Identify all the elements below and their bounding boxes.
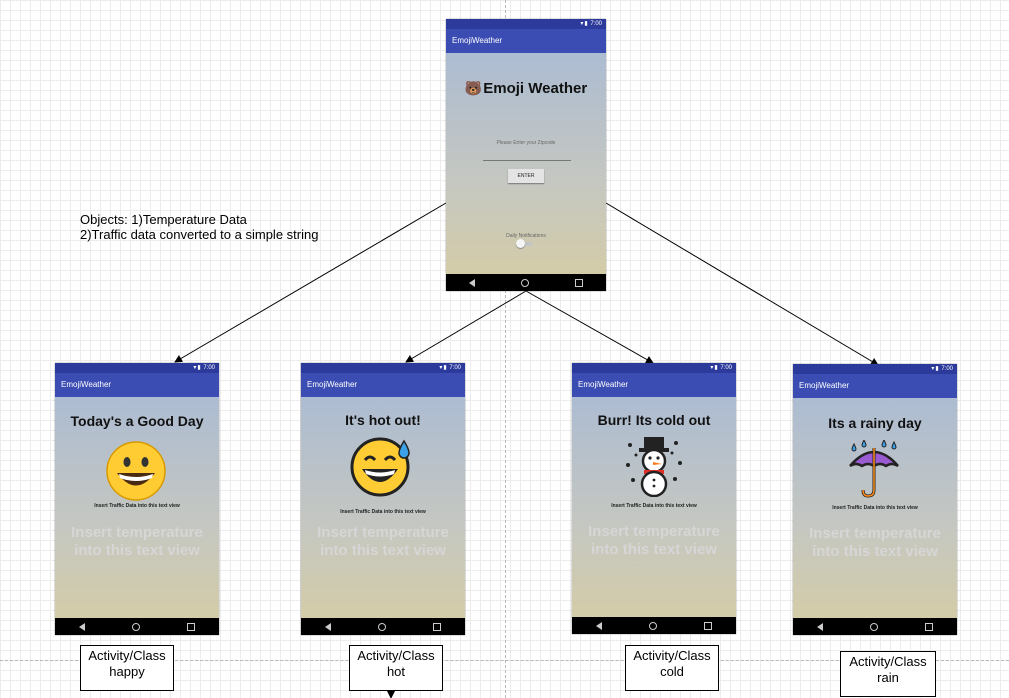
arrow-to-hot	[405, 290, 527, 363]
temp-line-2: into this text view	[812, 543, 938, 560]
temperature-text: Insert temperature into this text view	[572, 523, 736, 559]
screen-title: Burr! Its cold out	[597, 412, 711, 428]
phone-cold: ▾▮ 7:00 EmojiWeather Burr! Its cold out …	[572, 363, 736, 634]
nav-bar	[55, 618, 219, 635]
status-bar: ▾▮ 7:00	[572, 363, 736, 373]
traffic-text: Insert Traffic Data into this text view	[832, 505, 918, 511]
label-line-2: cold	[660, 664, 684, 679]
app-bar-title: EmojiWeather	[793, 374, 957, 398]
label-line-1: Activity/Class	[633, 648, 711, 663]
caption-line-2: 2)Traffic data converted to a simple str…	[80, 227, 319, 242]
nav-bar	[572, 617, 736, 634]
enter-button[interactable]: ENTER	[508, 169, 544, 183]
caption-line-1: Objects: 1)Temperature Data	[80, 212, 247, 227]
objects-caption: Objects: 1)Temperature Data 2)Traffic da…	[80, 212, 318, 242]
page-title: 🐻Emoji Weather	[446, 80, 606, 97]
app-bar-title: EmojiWeather	[55, 373, 219, 397]
label-activity-cold[interactable]: Activity/Class cold	[625, 645, 719, 691]
recents-icon[interactable]	[925, 622, 934, 631]
recents-icon[interactable]	[704, 621, 713, 630]
nav-bar	[446, 274, 606, 291]
label-line-2: rain	[877, 670, 899, 685]
temperature-text: Insert temperature into this text view	[301, 524, 465, 560]
back-icon[interactable]	[324, 622, 331, 631]
grinning-face-icon	[106, 441, 166, 501]
label-activity-hot[interactable]: Activity/Class hot	[349, 645, 443, 691]
screen-title: Today's a Good Day	[70, 413, 204, 429]
status-bar: ▾▮ 7:00	[793, 364, 957, 374]
app-bar-title: EmojiWeather	[572, 373, 736, 397]
label-line-2: hot	[386, 664, 406, 679]
label-line-1: Activity/Class	[357, 648, 435, 663]
zipcode-hint: Please Enter your Zipcode	[496, 140, 556, 146]
traffic-text: Insert Traffic Data into this text view	[94, 503, 180, 509]
status-bar: ▾▮ 7:00	[301, 363, 465, 373]
recents-icon[interactable]	[433, 622, 442, 631]
status-time: 7:00	[590, 21, 602, 27]
recents-icon[interactable]	[187, 622, 196, 631]
back-icon[interactable]	[595, 621, 602, 630]
back-icon[interactable]	[78, 622, 85, 631]
app-bar-title: EmojiWeather	[446, 29, 606, 53]
guide-line-horizontal	[0, 660, 1009, 661]
traffic-text: Insert Traffic Data into this text view	[611, 503, 697, 509]
temp-line-2: into this text view	[74, 542, 200, 559]
home-icon[interactable]	[521, 278, 529, 287]
recents-icon[interactable]	[575, 278, 583, 287]
umbrella-rain-icon	[849, 440, 899, 498]
temp-line-1: Insert temperature	[317, 524, 449, 541]
phone-happy: ▾▮ 7:00 EmojiWeather Today's a Good Day …	[55, 363, 219, 635]
signal-battery-icon: ▾▮	[931, 366, 940, 372]
arrow-to-rain	[605, 202, 879, 366]
nav-bar	[301, 618, 465, 635]
signal-battery-icon: ▾▮	[439, 365, 448, 371]
status-time: 7:00	[449, 365, 461, 371]
screen-title: Its a rainy day	[828, 415, 922, 431]
daily-notifications-label: Daily Notifications	[506, 233, 546, 239]
traffic-text: Insert Traffic Data into this text view	[340, 509, 426, 515]
label-line-1: Activity/Class	[849, 654, 927, 669]
screen-title: It's hot out!	[345, 412, 421, 428]
daily-notifications-toggle[interactable]	[516, 239, 532, 248]
signal-battery-icon: ▾▮	[710, 365, 719, 371]
status-bar: ▾▮ 7:00	[446, 19, 606, 29]
back-icon[interactable]	[816, 622, 823, 631]
temp-line-1: Insert temperature	[71, 524, 203, 541]
label-activity-happy[interactable]: Activity/Class happy	[80, 645, 174, 691]
label-line-2: happy	[109, 664, 145, 679]
status-time: 7:00	[720, 365, 732, 371]
home-icon[interactable]	[648, 621, 657, 630]
temp-line-2: into this text view	[591, 541, 717, 558]
temperature-text: Insert temperature into this text view	[793, 525, 957, 561]
home-icon[interactable]	[377, 622, 386, 631]
signal-battery-icon: ▾▮	[580, 21, 589, 27]
toggle-knob	[516, 239, 525, 248]
temperature-text: Insert temperature into this text view	[55, 524, 219, 560]
home-icon[interactable]	[131, 622, 140, 631]
home-icon[interactable]	[869, 622, 878, 631]
temp-line-1: Insert temperature	[588, 523, 720, 540]
bear-icon: 🐻	[464, 80, 483, 96]
phone-main-screen: ▾▮ 7:00 EmojiWeather 🐻Emoji Weather Plea…	[446, 19, 606, 291]
snowman-icon	[626, 437, 682, 497]
arrow-to-cold	[525, 290, 654, 364]
phone-hot: ▾▮ 7:00 EmojiWeather It's hot out! Inser…	[301, 363, 465, 635]
title-text: Emoji Weather	[483, 80, 588, 97]
status-time: 7:00	[941, 366, 953, 372]
status-time: 7:00	[203, 365, 215, 371]
temp-line-1: Insert temperature	[809, 525, 941, 542]
label-activity-rain[interactable]: Activity/Class rain	[840, 651, 936, 697]
app-bar-title: EmojiWeather	[301, 373, 465, 397]
temp-line-2: into this text view	[320, 542, 446, 559]
phone-rain: ▾▮ 7:00 EmojiWeather Its a rainy day Ins…	[793, 364, 957, 635]
signal-battery-icon: ▾▮	[193, 365, 202, 371]
zipcode-input[interactable]	[483, 160, 571, 161]
nav-bar	[793, 618, 957, 635]
status-bar: ▾▮ 7:00	[55, 363, 219, 373]
label-line-1: Activity/Class	[88, 648, 166, 663]
back-icon[interactable]	[469, 278, 475, 287]
sweat-smile-icon	[350, 437, 410, 497]
